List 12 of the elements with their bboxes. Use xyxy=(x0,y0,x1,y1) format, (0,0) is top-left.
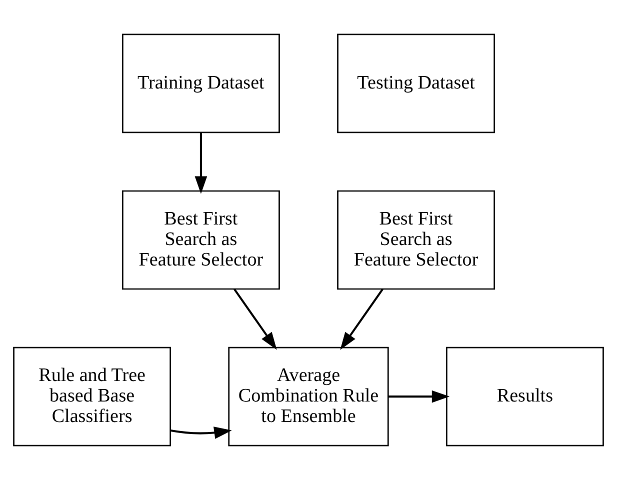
node-box: Best First Search as Feature Selector xyxy=(122,190,280,290)
arrow xyxy=(388,390,450,402)
arrow xyxy=(194,132,208,194)
arrow xyxy=(340,288,384,350)
node-box: Average Combination Rule to Ensemble xyxy=(228,346,389,446)
node-box: Rule and Tree based Base Classifiers xyxy=(13,346,172,446)
arrow xyxy=(170,426,232,438)
node-box: Testing Dataset xyxy=(337,33,495,133)
arrow xyxy=(234,288,277,350)
node-box: Results xyxy=(446,346,604,446)
node-box: Training Dataset xyxy=(122,33,280,133)
node-box: Best First Search as Feature Selector xyxy=(337,190,495,290)
